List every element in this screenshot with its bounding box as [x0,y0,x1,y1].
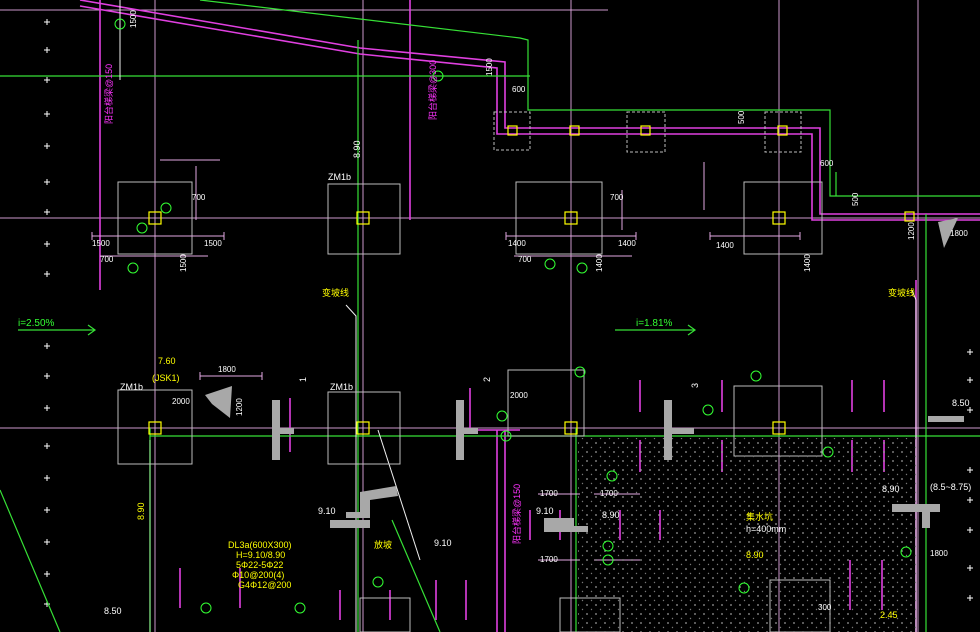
section-profiles [205,218,964,532]
dimension-text-vertical: 1500 1500 1500 1400 1400 1200 1800 [129,10,948,558]
svg-text:1800: 1800 [218,365,236,374]
svg-text:300: 300 [818,603,832,612]
beam-label-rebar: 5Φ22-5Φ22 [236,560,283,570]
rebar-note: 阳台梯梁@300 [427,60,438,120]
elevation-label: 8.50 [952,398,970,408]
svg-text:1800: 1800 [950,229,968,238]
pit-depth: h=400mm [746,524,786,534]
svg-text:1500: 1500 [204,239,222,248]
elevation-label: 8.50 [104,606,122,616]
svg-text:600: 600 [512,85,526,94]
rebar-note: 阳台梯梁@150 [511,484,522,544]
svg-text:700: 700 [192,193,206,202]
dimension-text: 1500 1500 700 700 1400 1400 700 700 1800… [92,85,968,612]
svg-text:700: 700 [100,255,114,264]
column-markers [148,125,915,435]
svg-text:1500: 1500 [485,58,494,76]
beam-label-size: DL3a(600X300) [228,540,292,550]
svg-text:700: 700 [518,255,532,264]
svg-text:1500: 1500 [179,254,188,272]
svg-text:500: 500 [851,192,860,206]
change-labels: 变坡线 变坡线 放坡 [322,287,915,550]
left-tick-marks [44,19,973,607]
svg-text:1500: 1500 [92,239,110,248]
elevation-label: 8.90 [746,550,764,560]
section-circles [114,18,912,614]
slope-label-right: i=1.81% [636,318,673,329]
elevation-label: 9.10 [536,506,554,516]
svg-text:1200: 1200 [907,222,916,240]
svg-text:1500: 1500 [129,10,138,28]
pit-title: 集水坑 [746,511,773,522]
svg-text:500: 500 [737,110,746,124]
elevation-label: (JSK1) [152,373,180,383]
beam-label-height: H=9.10/8.90 [236,550,285,560]
elevation-label: 8.90 [602,510,620,520]
elevation-labels: 8.90 7.60 (JSK1) 9.10 9.10 8.90 9.10 8.9… [104,140,971,620]
column-tags: ZM1b ZM1b ZM1b [120,172,353,392]
elevation-label: 7.60 [158,356,176,366]
beam-annotation: DL3a(600X300) H=9.10/8.90 5Φ22-5Φ22 Φ10@… [228,540,292,590]
elevation-label: 9.10 [434,538,452,548]
slope-change-label: 放坡 [374,539,392,550]
svg-text:1200: 1200 [235,398,244,416]
elevation-label: 9.10 [318,506,336,516]
column-tag: ZM1b [328,172,351,182]
svg-text:700: 700 [610,193,624,202]
svg-text:1400: 1400 [595,254,604,272]
beam-label-stirrup: Φ10@200(4) [232,570,284,580]
elevation-label: 2.45 [880,610,898,620]
section-mark: 3 [690,383,700,388]
slope-change-label: 变坡线 [888,287,915,298]
vertical-notes: 阳台梯梁@150 阳台梯梁@300 阳台梯梁@150 [103,60,522,544]
elevation-label: 8.90 [352,140,362,158]
svg-text:600: 600 [820,159,834,168]
sump-pit-hatch [578,438,916,632]
section-mark: 2 [482,377,492,382]
slope-labels: i=2.50% i=1.81% [18,318,673,329]
column-tag: ZM1b [330,382,353,392]
elevation-label: (8.5~8.75) [930,482,971,492]
svg-text:1700: 1700 [540,555,558,564]
svg-text:1800: 1800 [930,549,948,558]
svg-text:1400: 1400 [716,241,734,250]
slope-change-label: 变坡线 [322,287,349,298]
rebar-note: 阳台梯梁@150 [103,64,114,124]
svg-text:1700: 1700 [540,489,558,498]
svg-text:2000: 2000 [172,397,190,406]
svg-text:1700: 1700 [600,489,618,498]
elevation-label: 8.90 [882,484,900,494]
column-tag: ZM1b [120,382,143,392]
svg-text:1400: 1400 [508,239,526,248]
slope-label-left: i=2.50% [18,318,55,329]
elevation-label: 8.90 [136,502,146,520]
svg-text:2000: 2000 [510,391,528,400]
section-mark: 1 [298,377,308,382]
pit-annotation: 集水坑 h=400mm [746,511,786,534]
svg-text:1400: 1400 [618,239,636,248]
svg-text:1400: 1400 [803,254,812,272]
section-marks: 1 2 3 [298,377,700,388]
beam-label-side: G4Φ12@200 [238,580,291,590]
